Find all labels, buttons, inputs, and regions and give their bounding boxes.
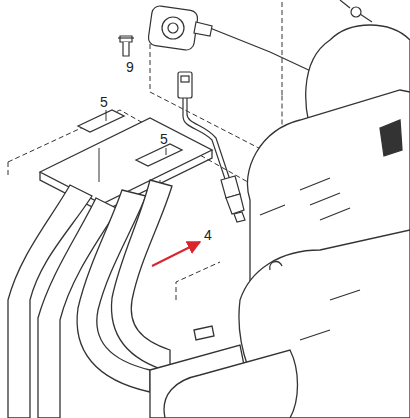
callout-number: 9 bbox=[126, 60, 134, 74]
bolt bbox=[340, 0, 372, 22]
callout-number: 5 bbox=[160, 132, 168, 146]
bolt bbox=[118, 36, 134, 56]
header-pipe bbox=[8, 180, 298, 418]
gasket bbox=[78, 110, 182, 166]
callout-number: 4 bbox=[204, 228, 212, 242]
callout-number: 5 bbox=[100, 95, 108, 109]
pointer-arrow bbox=[152, 242, 200, 266]
sensor-bracket bbox=[147, 5, 330, 80]
oxygen-sensor bbox=[178, 72, 245, 222]
